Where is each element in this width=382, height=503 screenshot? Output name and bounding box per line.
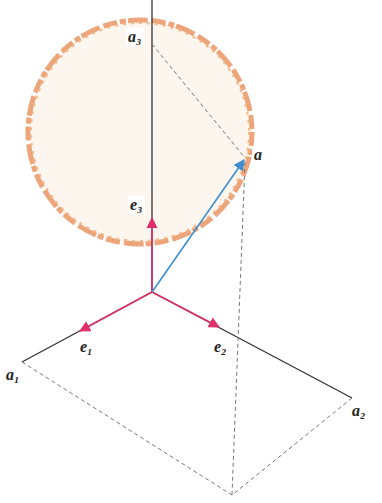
stamp-circle	[28, 20, 252, 244]
axis-1	[22, 292, 152, 362]
axis-label: a₂	[350, 402, 368, 420]
axis-label: a₃	[126, 28, 144, 46]
basis-vector	[80, 292, 152, 331]
axis-2	[152, 292, 352, 398]
vector-a	[152, 160, 244, 292]
construction-lines	[22, 44, 352, 495]
basis-label: e₂	[212, 338, 229, 356]
basis-vector	[151, 218, 153, 292]
basis-vector	[152, 292, 219, 327]
axis-label: a₁	[4, 366, 22, 384]
vector-label: a	[252, 146, 264, 164]
basis-label: e₁	[78, 338, 95, 356]
basis-label: e₃	[128, 196, 145, 214]
stamp-ring	[31, 23, 249, 241]
